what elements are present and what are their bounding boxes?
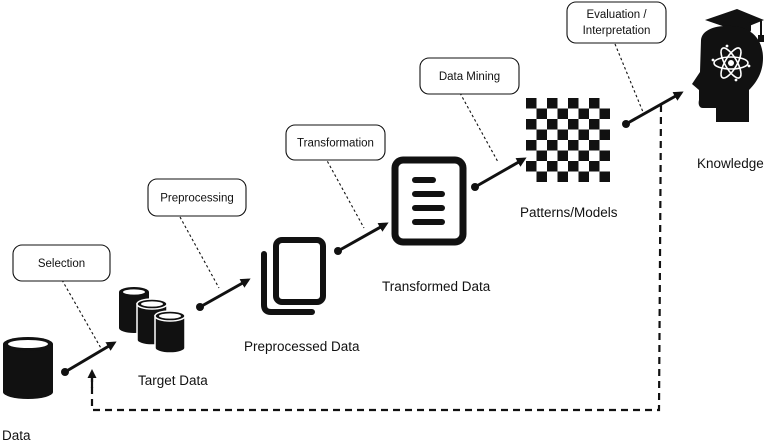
leader-preprocessing [179, 216, 220, 289]
step-transformation: Transformation [285, 124, 386, 161]
step-data-mining-label: Data Mining [439, 71, 500, 83]
checker-square [526, 161, 537, 172]
flow-arrow-4 [471, 157, 527, 191]
stage-label-patterns-models: Patterns/Models [520, 205, 618, 220]
checker-square [536, 129, 547, 140]
leader-transformation [324, 156, 365, 229]
checker-square [589, 161, 600, 172]
stage-label-preprocessed-data: Preprocessed Data [244, 339, 360, 354]
checker-square [568, 119, 579, 130]
checker-square [547, 140, 558, 151]
checker-square [599, 150, 610, 161]
stage-label-knowledge: Knowledge [697, 156, 764, 171]
checker-square [536, 171, 547, 182]
checker-square [578, 129, 589, 140]
checker-square [599, 171, 610, 182]
checker-square [547, 98, 558, 109]
checker-square [536, 108, 547, 119]
checker-square [526, 140, 537, 151]
stage-label-target-data: Target Data [138, 373, 208, 388]
step-transformation-label: Transformation [297, 138, 374, 150]
checker-square [526, 98, 537, 109]
checker-square [568, 140, 579, 151]
step-selection-label: Selection [38, 258, 85, 270]
checker-square [557, 108, 568, 119]
checker-square [547, 119, 558, 130]
document-lines-icon [391, 156, 467, 246]
step-evaluation: Evaluation / Interpretation [566, 1, 667, 44]
step-selection: Selection [12, 244, 111, 282]
step-evaluation-label-line1: Evaluation / [586, 9, 647, 21]
step-preprocessing-label: Preprocessing [160, 193, 234, 205]
step-preprocessing: Preprocessing [147, 178, 247, 217]
checker-square [578, 171, 589, 182]
checker-square [578, 150, 589, 161]
stage-label-data: Data [2, 428, 31, 443]
leader-evaluation [614, 43, 644, 113]
checker-square [557, 171, 568, 182]
database-stack-icon [119, 287, 186, 354]
flow-arrow-5 [622, 91, 684, 128]
graduate-head-icon [692, 9, 764, 122]
checker-square [526, 119, 537, 130]
checker-square [568, 98, 579, 109]
document-stack-icon [261, 237, 326, 315]
step-data-mining: Data Mining [419, 57, 520, 95]
checker-square [568, 161, 579, 172]
database-icon [3, 337, 53, 399]
leader-data-mining [459, 92, 499, 163]
checker-square [589, 98, 600, 109]
checker-square [599, 129, 610, 140]
leader-selection [61, 279, 103, 351]
checker-square [599, 108, 610, 119]
checker-square [589, 119, 600, 130]
stage-label-transformed-data: Transformed Data [382, 279, 491, 294]
checker-square [578, 108, 589, 119]
checker-square [536, 150, 547, 161]
flow-arrow-3 [334, 222, 389, 255]
checker-square [557, 150, 568, 161]
flow-arrow-1 [61, 341, 117, 376]
feedback-loop [87, 104, 663, 412]
checker-square [589, 140, 600, 151]
step-evaluation-label-line2: Interpretation [583, 25, 651, 37]
checker-square [557, 129, 568, 140]
flow-arrow-2 [196, 278, 251, 311]
checkerboard-pattern-icon [526, 98, 610, 182]
checker-square [547, 161, 558, 172]
